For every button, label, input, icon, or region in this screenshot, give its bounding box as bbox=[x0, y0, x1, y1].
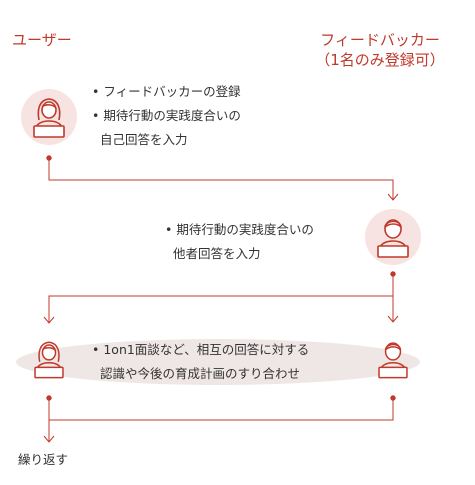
role-user-label: ユーザー bbox=[12, 31, 72, 49]
connector-repeat bbox=[43, 395, 396, 443]
role-feedbacker-label: フィードバッカー bbox=[320, 31, 440, 49]
step3-line2: 認識や今後の育成計画のすり合わせ bbox=[100, 366, 301, 381]
step1-line1: • フィードバッカーの登録 bbox=[92, 84, 241, 99]
step3-highlight bbox=[16, 339, 420, 385]
connector-feedbacker-to-both bbox=[43, 271, 399, 324]
step2-line1: • 期待行動の実践度合いの bbox=[165, 222, 314, 237]
feedbacker-male-icon-step3 bbox=[378, 342, 408, 379]
step1-line2: • 期待行動の実践度合いの bbox=[92, 108, 241, 123]
step3-line1: • 1on1面談など、相互の回答に対する bbox=[92, 342, 310, 357]
role-feedbacker-note: （1名のみ登録可） bbox=[315, 51, 445, 69]
user-female-icon bbox=[21, 89, 77, 145]
step2-line2: 他者回答を入力 bbox=[173, 246, 261, 261]
connector-user-to-feedbacker bbox=[46, 155, 399, 201]
user-female-icon-step3 bbox=[34, 341, 64, 379]
step1-line3: 自己回答を入力 bbox=[100, 132, 188, 147]
feedbacker-male-icon bbox=[365, 209, 421, 265]
repeat-label: 繰り返す bbox=[18, 452, 69, 467]
